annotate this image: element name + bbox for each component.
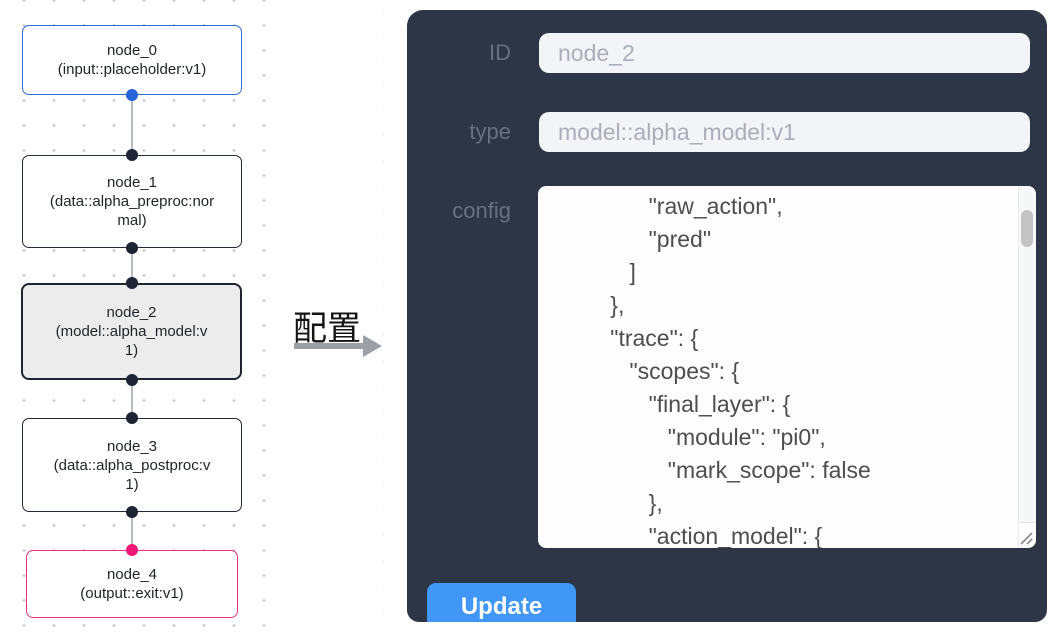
port-node2-out[interactable] [126,374,138,386]
node-subtitle: (output::exit:v1) [80,585,184,602]
port-node3-in[interactable] [126,412,138,424]
resize-grip-icon[interactable] [1018,530,1034,546]
node-title: node_1 [106,174,158,191]
config-textarea[interactable]: "raw_action", "pred" ] }, "trace": { "sc… [538,186,1036,548]
node-subtitle: (model::alpha_model:v1) [55,323,208,359]
scrollbar-thumb[interactable] [1021,210,1033,247]
flow-node-node_3[interactable]: node_3 (data::alpha_postproc:v1) [22,418,242,512]
port-node2-in[interactable] [126,277,138,289]
scrollbar-track[interactable] [1018,186,1036,522]
right-arrow-icon [363,335,382,357]
flow-node-node_2-selected[interactable]: node_2 (model::alpha_model:v1) [21,283,242,380]
edge-node1-node2[interactable] [131,248,133,283]
right-arrow-shaft [294,343,364,349]
canvas-dot-strip [383,10,408,622]
update-button[interactable]: Update [427,583,576,622]
flow-node-node_1[interactable]: node_1 (data::alpha_preproc:normal) [22,155,242,248]
port-node0-out[interactable] [126,89,138,101]
node-title: node_3 [106,437,158,455]
config-json-text[interactable]: "raw_action", "pred" ] }, "trace": { "sc… [610,193,871,548]
edge-node3-node4[interactable] [131,512,133,550]
node-subtitle: (input::placeholder:v1) [57,61,207,78]
edge-node0-node1[interactable] [131,95,133,155]
type-field-label: type [469,119,511,144]
configure-annotation: 配置 [293,310,361,348]
port-node1-out[interactable] [126,242,138,254]
type-input[interactable]: model::alpha_model:v1 [539,112,1030,152]
node-subtitle: (data::alpha_postproc:v1) [53,456,211,493]
port-node1-in[interactable] [126,149,138,161]
port-node3-out[interactable] [126,506,138,518]
node-subtitle: (data::alpha_preproc:normal) [49,193,215,229]
config-field-label: config [452,198,511,223]
id-field-label: ID [489,40,511,65]
edge-node2-node3[interactable] [131,380,133,418]
node-config-panel: ID node_2 type model::alpha_model:v1 con… [407,10,1047,622]
node-title: node_2 [106,304,157,321]
node-title: node_0 [106,42,158,59]
port-node4-in[interactable] [126,544,138,556]
flow-node-node_0[interactable]: node_0 (input::placeholder:v1) [22,25,242,95]
flow-node-node_4[interactable]: node_4 (output::exit:v1) [26,550,238,618]
flow-canvas[interactable]: node_0 (input::placeholder:v1) node_1 (d… [0,0,278,643]
node-title: node_4 [106,566,158,583]
id-input[interactable]: node_2 [539,33,1030,73]
